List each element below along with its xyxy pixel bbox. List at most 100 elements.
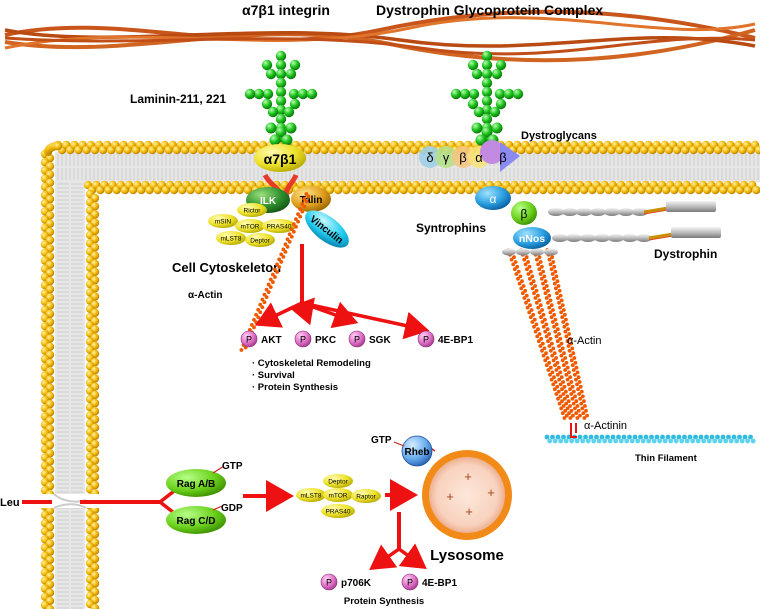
- actin-bead-dgc: [523, 262, 528, 267]
- laminin-bead: [481, 68, 493, 80]
- mtor-node: [235, 219, 265, 233]
- actin-bead-dgc: [572, 372, 577, 377]
- thin-filament-bead: [731, 434, 737, 440]
- thin-filament-bead: [649, 434, 654, 440]
- vinculin-protein: [305, 210, 349, 248]
- thin-filament-bead: [583, 434, 588, 440]
- actin-bead-dgc: [568, 336, 573, 341]
- actin-bead-dgc: [581, 411, 586, 416]
- protein-synthesis-footer: Protein Synthesis: [344, 596, 424, 607]
- actin-bead-dgc: [553, 286, 558, 291]
- actin-bead-dgc: [548, 262, 553, 267]
- actin-bead-dgc: [562, 324, 567, 329]
- p-badge: P: [246, 335, 252, 345]
- actin-bead-dgc: [530, 320, 535, 324]
- rag-cd-label: Rag C/D: [177, 516, 216, 527]
- actin-bead-dgc: [573, 360, 578, 365]
- actin-bead-dgc: [526, 260, 530, 264]
- actin-bead-left: [268, 277, 273, 282]
- actin-bead-dgc: [557, 344, 561, 348]
- alpha-actin-left-label: α-Actin: [188, 290, 222, 301]
- actin-bead-dgc: [544, 284, 549, 288]
- actin-bead-dgc: [563, 356, 568, 360]
- actin-bead-dgc: [546, 368, 551, 372]
- actin-bead-dgc: [559, 406, 564, 411]
- dystrophin-linker: [648, 232, 674, 240]
- actin-bead-dgc: [522, 257, 527, 262]
- thin-filament-bead: [682, 434, 687, 440]
- dg-gamma-label: γ: [443, 150, 450, 165]
- actin-bead-dgc: [561, 380, 565, 384]
- actin-bead-dgc: [569, 341, 574, 346]
- actin-bead-dgc: [551, 346, 556, 351]
- actin-bead-dgc: [575, 404, 580, 408]
- laminin-bead: [481, 104, 493, 116]
- actin-bead-dgc: [565, 394, 570, 399]
- actin-bead-dgc: [546, 300, 550, 305]
- actin-bead-dgc: [567, 411, 571, 416]
- actin-bead-dgc: [568, 353, 573, 358]
- actin-bead-dgc: [571, 413, 575, 418]
- actin-bead-dgc: [543, 358, 548, 363]
- actin-bead-dgc: [544, 322, 549, 327]
- alpha-actinin: [570, 423, 577, 438]
- thin-filament-bead: [739, 438, 745, 444]
- thin-filament-bead: [627, 434, 632, 440]
- actin-bead-dgc: [553, 317, 558, 322]
- c1-mtor-label: mTOR: [328, 493, 347, 500]
- actin-bead-dgc: [560, 303, 565, 308]
- actin-bead-dgc: [544, 334, 549, 339]
- phospho-akt: P AKT: [240, 330, 282, 348]
- actin-bead-dgc: [558, 348, 563, 353]
- lipid-head: [53, 141, 63, 151]
- actin-bead-left: [268, 285, 273, 289]
- integrin-head: [254, 144, 306, 172]
- dystrophin-domain: [502, 248, 516, 256]
- phospho-p70s6k: P p706K: [320, 573, 372, 591]
- actin-bead-dgc: [582, 416, 587, 420]
- integrin-signaling-arrows: [254, 244, 430, 340]
- actin-bead-dgc: [572, 356, 577, 360]
- actin-bead-dgc: [518, 274, 523, 279]
- alpha-dystroglycan: [480, 140, 504, 164]
- actin-bead-dgc: [534, 257, 539, 262]
- actin-bead-dgc: [566, 344, 571, 348]
- actin-bead-dgc: [519, 286, 524, 291]
- actin-bead-dgc: [584, 408, 588, 413]
- thin-filament-bead: [662, 438, 668, 444]
- actin-bead-dgc: [536, 293, 540, 298]
- actin-bead-dgc: [550, 320, 555, 324]
- actin-bead-left: [306, 194, 311, 199]
- actin-bead-dgc: [569, 358, 574, 363]
- actin-bead-left: [266, 290, 271, 295]
- laminin-bead: [503, 88, 515, 100]
- thin-filament-bead: [552, 438, 558, 444]
- c1-deptor-label: Deptor: [328, 479, 348, 486]
- integrin-receptor-label: α7β1: [264, 151, 297, 167]
- actin-bead-left: [279, 260, 284, 264]
- thin-filament-bead: [574, 438, 580, 444]
- actin-bead-left: [266, 282, 271, 287]
- actin-bead-dgc: [534, 288, 539, 293]
- sgk-label: SGK: [369, 335, 391, 346]
- actin-bead-dgc: [551, 382, 556, 387]
- actin-bead-dgc: [579, 389, 584, 394]
- laminin-bead: [275, 126, 287, 138]
- laminin-bead: [275, 113, 287, 125]
- mtorc2-complex: Rictor mSIN mTOR PRAS40 mLST8 Deptor: [208, 203, 296, 247]
- actin-bead-dgc: [517, 281, 522, 286]
- rag-gdp-label: GDP: [221, 503, 243, 514]
- actin-bead-dgc: [571, 351, 576, 356]
- laminin-bead: [471, 68, 483, 80]
- laminin-bead: [481, 113, 493, 125]
- actin-bead-dgc: [509, 257, 514, 262]
- rag-cd-gdp-link: [212, 505, 223, 511]
- actin-bead-dgc: [550, 341, 554, 346]
- actin-bead-dgc: [552, 312, 557, 317]
- laminin-bead: [275, 86, 287, 98]
- laminin-bead: [512, 88, 524, 100]
- dystrophin-domain: [566, 234, 582, 242]
- actin-bead-dgc: [527, 276, 532, 281]
- actin-bead-dgc: [556, 284, 561, 288]
- actin-bead-dgc: [577, 380, 582, 384]
